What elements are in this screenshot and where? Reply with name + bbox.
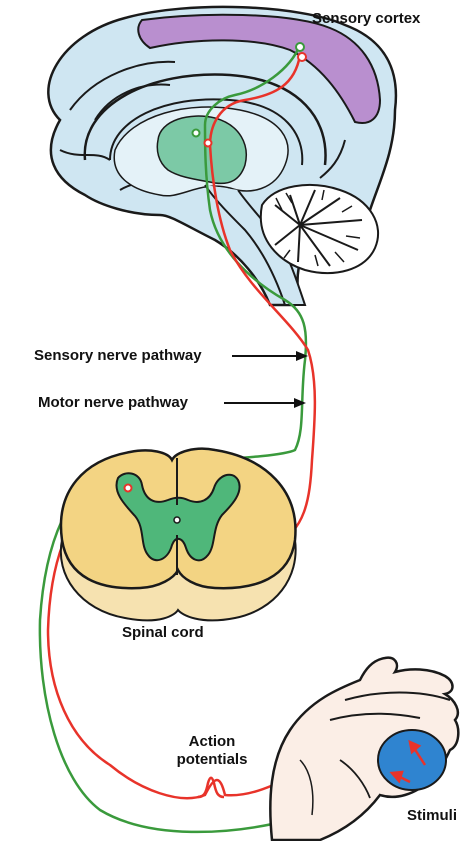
thalamus-synapse-green [193,130,200,137]
sensory-pathway-pointer [232,351,308,361]
stimuli-label: Stimuli [407,807,457,825]
brain-illustration [48,7,396,305]
stimulus-object [378,730,446,790]
spinal-synapse [125,485,132,492]
spinal-cord-label: Spinal cord [122,624,204,642]
thalamus-synapse-red [205,140,212,147]
cortex-synapse-red [298,53,306,61]
sensory-pathway-label: Sensory nerve pathway [34,347,202,365]
motor-pathway-pointer [224,398,306,408]
cortex-synapse-green [296,43,304,51]
spinal-cord-cross-section [61,449,296,621]
motor-pathway-label: Motor nerve pathway [38,394,188,412]
action-potentials-label: Action potentials [168,733,256,769]
sensory-cortex-label: Sensory cortex [312,10,420,28]
